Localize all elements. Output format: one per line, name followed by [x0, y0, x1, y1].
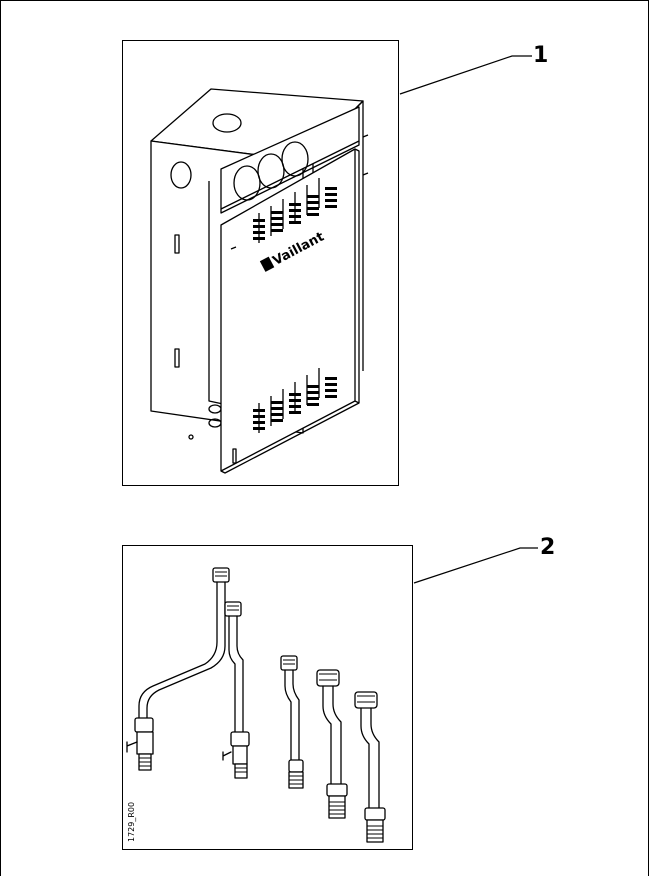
side-slot-upper: [174, 234, 180, 254]
valve-handle-1: [126, 741, 138, 753]
leader-line-2: [413, 547, 538, 584]
bottom-screw: [188, 434, 194, 440]
panel-screws: [230, 134, 369, 250]
leader-line-1: [399, 55, 532, 95]
callout-2: 2: [540, 535, 556, 560]
cover-hole-2: [257, 153, 285, 189]
valve-handle-2: [222, 751, 232, 761]
cover-hole-3: [281, 141, 309, 177]
front-panel-edge: [220, 400, 360, 474]
side-slot-lower: [174, 348, 180, 368]
panel-tab: [232, 448, 237, 464]
pipe-5: [354, 691, 386, 843]
pipe-kit-illustration: [126, 567, 386, 843]
callout-1: 1: [533, 43, 549, 68]
louvre-slots: [253, 187, 337, 430]
pipe-3: [280, 655, 304, 789]
figure-reference-code: 1729_R00: [127, 801, 136, 842]
panel-cabinet: Vaillant: [122, 40, 399, 486]
top-opening: [212, 113, 242, 133]
front-panel-side: [354, 148, 360, 403]
pipe-1: [126, 567, 230, 771]
top-cover-edge: [220, 141, 360, 214]
cabinet-illustration: Vaillant: [150, 88, 369, 474]
pipe-2: [222, 601, 250, 779]
cover-hole-1: [233, 165, 261, 201]
thread-hatches: [139, 571, 383, 839]
panel-pipe-kit: 1729_R00: [122, 545, 413, 850]
side-opening: [170, 161, 192, 189]
pipe-4: [316, 669, 348, 819]
